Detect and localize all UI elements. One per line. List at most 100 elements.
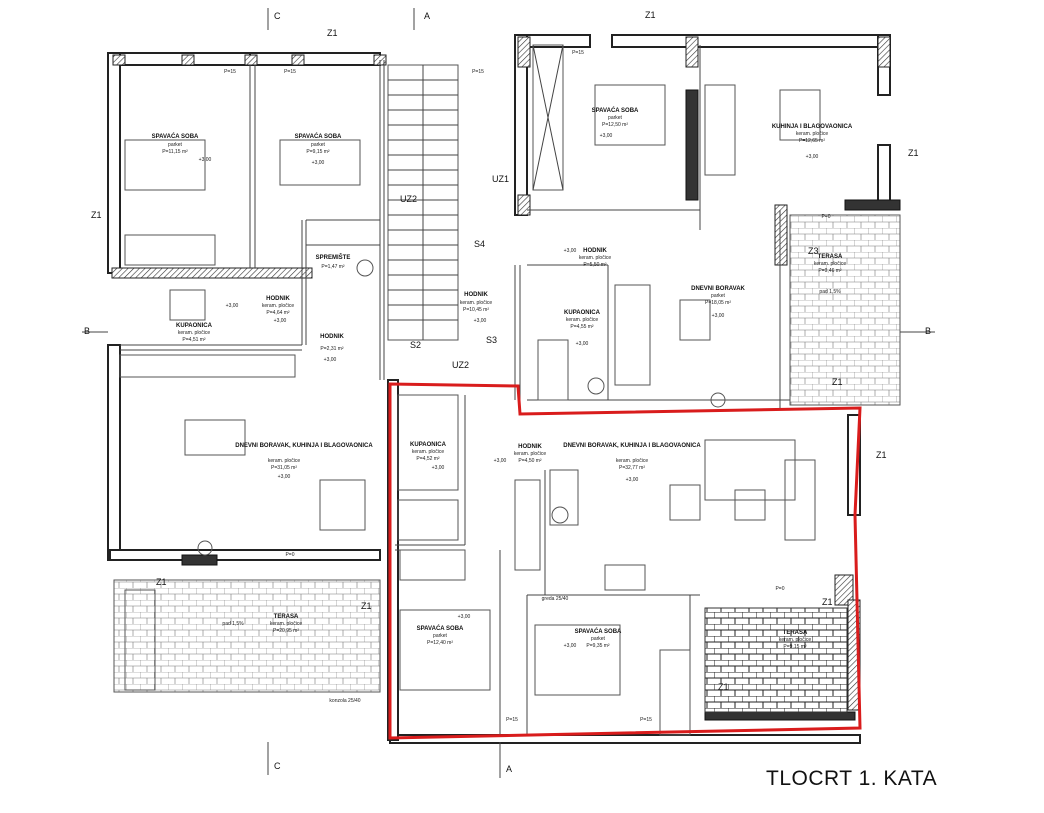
room-area: P=4,52 m² xyxy=(416,456,440,462)
room-area: P=31,05 m² xyxy=(271,465,297,471)
room-slope: pad 1,5% xyxy=(222,621,244,627)
room-name: DNEVNI BORAVAK, KUHINJA I BLAGOVAONICA xyxy=(563,443,701,449)
room-name: SPAVAĆA SOBA xyxy=(152,132,199,140)
room-floor: keram. pločice xyxy=(262,303,294,309)
room-terrace-1: TERASA keram. pločice P=20,95 m² pad 1,5… xyxy=(222,614,302,634)
room-area: P=32,77 m² xyxy=(619,465,645,471)
room-floor: keram. pločice xyxy=(412,449,444,455)
room-name: TERASA xyxy=(274,614,299,620)
room-floor: keram. pločice xyxy=(796,131,828,137)
marker-z1-d: Z1 xyxy=(908,148,919,158)
room-terrace-2: TERASA keram. pločice P=9,46 m² pad 1,5% xyxy=(814,254,846,295)
room-floor: parket xyxy=(433,633,448,639)
marker-s3: S3 xyxy=(486,335,497,345)
room-area: P=12,40 m² xyxy=(427,640,453,646)
marker-uz2-b: UZ2 xyxy=(452,360,469,370)
room-bedroom-1: SPAVAĆA SOBA parket P=11,15 m² +3,00 xyxy=(152,132,212,163)
marker-z1-j: Z1 xyxy=(822,597,833,607)
room-bedroom-3: SPAVAĆA SOBA parket P=12,50 m² +3,00 xyxy=(592,106,639,139)
room-name: KUPAONICA xyxy=(410,442,447,448)
room-area: P=18,05 m² xyxy=(705,300,731,306)
room-area: P=9,15 m² xyxy=(306,149,330,155)
room-name: SPAVAĆA SOBA xyxy=(575,627,622,635)
room-area: P=4,64 m² xyxy=(266,310,290,316)
room-floor: keram. pločice xyxy=(814,261,846,267)
room-floor: parket xyxy=(311,142,326,148)
room-name: HODNIK xyxy=(320,334,344,340)
parapet-note: P=15 xyxy=(506,717,518,723)
room-floor: keram. pločice xyxy=(579,255,611,261)
room-floor: keram. pločice xyxy=(514,451,546,457)
room-terrace-3: TERASA keram. pločice P=9,15 m² xyxy=(779,630,811,650)
room-kitchen-2: KUHINJA I BLAGOVAONICA keram. pločice P=… xyxy=(772,124,853,160)
marker-s2: S2 xyxy=(410,340,421,350)
room-bath-3: KUPAONICA keram. pločice P=4,52 m² +3,00 xyxy=(410,442,447,471)
room-name: HODNIK xyxy=(518,444,542,450)
parapet-note: P=15 xyxy=(224,69,236,75)
room-floor: keram. pločice xyxy=(178,330,210,336)
parapet-note: P=0 xyxy=(285,552,294,558)
room-storage: SPREMIŠTE P=1,47 m² xyxy=(316,253,351,270)
interior-walls xyxy=(120,45,860,735)
room-level: +3,00 xyxy=(312,160,325,166)
room-area: P=12,50 m² xyxy=(602,122,628,128)
marker-z1-i: Z1 xyxy=(718,682,729,692)
room-bedroom-4: SPAVAĆA SOBA parket P=12,40 m² +3,00 xyxy=(417,614,471,646)
room-area: P=2,31 m² xyxy=(320,346,344,352)
room-area: P=5,50 m² xyxy=(583,262,607,268)
room-level: +3,00 xyxy=(626,477,639,483)
marker-z1-h: Z1 xyxy=(361,601,372,611)
parapet-note: P=0 xyxy=(775,586,784,592)
marker-z1-f: Z1 xyxy=(876,450,887,460)
room-area: P=10,45 m² xyxy=(463,307,489,313)
room-level: +3,00 xyxy=(278,474,291,480)
room-name: KUPAONICA xyxy=(176,323,213,329)
terraces xyxy=(113,214,901,713)
room-area: P=9,46 m² xyxy=(818,268,842,274)
marker-z3: Z3 xyxy=(808,246,819,256)
room-name: SPREMIŠTE xyxy=(316,253,351,261)
room-level: +3,00 xyxy=(494,458,507,464)
room-floor: keram. pločice xyxy=(268,458,300,464)
room-name: DNEVNI BORAVAK, KUHINJA I BLAGOVAONICA xyxy=(235,443,373,449)
room-level: +3,00 xyxy=(458,614,471,620)
furniture xyxy=(119,84,821,736)
staircase xyxy=(387,44,564,341)
greda-note: greda 25/40 xyxy=(542,596,569,602)
room-hall-4: HODNIK keram. pločice P=4,50 m² +3,00 xyxy=(494,444,547,464)
room-name: DNEVNI BORAVAK xyxy=(691,286,745,292)
room-floor: keram. pločice xyxy=(270,621,302,627)
parapet-note: P=0 xyxy=(821,214,830,220)
parapet-note: P=15 xyxy=(640,717,652,723)
room-level: +3,00 xyxy=(600,133,613,139)
marker-uz2-a: UZ2 xyxy=(400,194,417,204)
room-level: +3,00 xyxy=(274,318,287,324)
room-level: +3,00 xyxy=(474,318,487,324)
room-area: P=12,65 m² xyxy=(799,138,825,144)
room-name: KUHINJA I BLAGOVAONICA xyxy=(772,124,853,130)
room-level: +3,00 xyxy=(432,465,445,471)
room-hall-1: HODNIK keram. pločice P=4,64 m² +3,00 xyxy=(262,296,294,324)
room-living-3: DNEVNI BORAVAK, KUHINJA I BLAGOVAONICA k… xyxy=(563,443,701,483)
section-mark-c-bottom: C xyxy=(274,761,281,771)
section-mark-c-top: C xyxy=(274,11,281,21)
room-name: TERASA xyxy=(818,254,843,260)
room-level: +3,00 xyxy=(564,643,577,649)
room-bedroom-2: SPAVAĆA SOBA parket P=9,15 m² +3,00 xyxy=(295,132,342,166)
room-name: SPAVAĆA SOBA xyxy=(295,132,342,140)
room-living-2: DNEVNI BORAVAK parket P=18,05 m² +3,00 xyxy=(691,286,745,319)
room-name: HODNIK xyxy=(583,248,607,254)
marker-uz1: UZ1 xyxy=(492,174,509,184)
room-name: HODNIK xyxy=(266,296,290,302)
room-level: +3,00 xyxy=(806,154,819,160)
apartment-highlight xyxy=(388,382,862,740)
room-level: +3,00 xyxy=(712,313,725,319)
room-area: P=9,35 m² xyxy=(586,643,610,649)
marker-z1-a: Z1 xyxy=(327,28,338,38)
section-markers xyxy=(82,8,935,778)
room-area: P=11,15 m² xyxy=(162,149,188,155)
room-floor: keram. pločice xyxy=(779,637,811,643)
room-floor: keram. pločice xyxy=(566,317,598,323)
room-area: P=4,50 m² xyxy=(518,458,542,464)
